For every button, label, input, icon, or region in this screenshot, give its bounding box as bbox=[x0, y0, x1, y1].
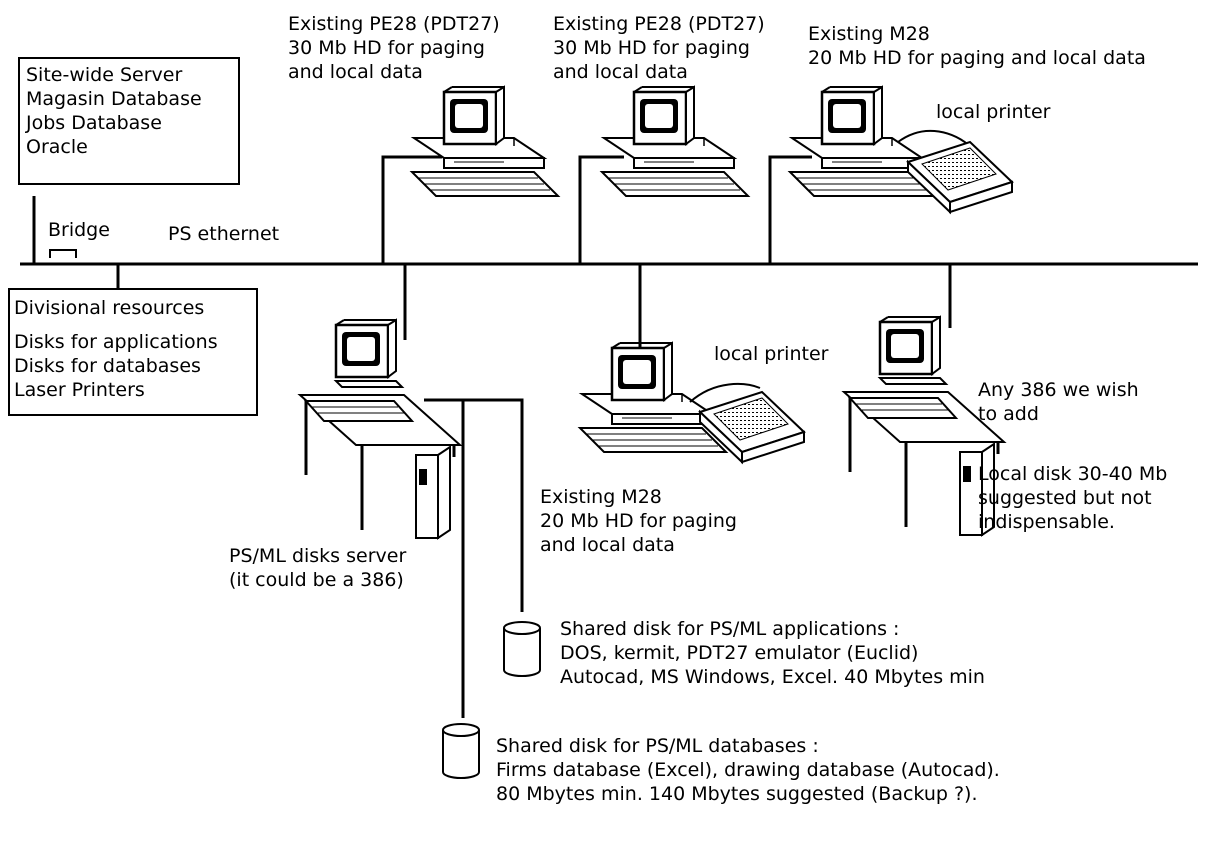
site-server-line: Magasin Database bbox=[26, 87, 232, 111]
server-label: PS/ML disks server (it could be a 386) bbox=[229, 544, 406, 592]
m28-bottom-pc bbox=[580, 343, 726, 452]
divisional-box: Divisional resources Disks for applicati… bbox=[8, 288, 258, 416]
disk-db-label: Shared disk for PS/ML databases : Firms … bbox=[496, 734, 1000, 806]
top-pc-2 bbox=[602, 87, 748, 196]
top-printer bbox=[908, 142, 1012, 212]
top-pc-1 bbox=[412, 87, 558, 196]
disk-apps-label: Shared disk for PS/ML applications : DOS… bbox=[560, 617, 985, 689]
m28-bottom-label: Existing M28 20 Mb HD for paging and loc… bbox=[540, 485, 737, 557]
disk-apps-icon bbox=[504, 622, 540, 676]
top-pc-3 bbox=[790, 87, 936, 196]
mid-printer-label: local printer bbox=[714, 342, 828, 366]
divisional-line: Disks for applications bbox=[14, 330, 252, 354]
disk-db-icon bbox=[443, 724, 479, 778]
pc386-disk-label: Local disk 30-40 Mb suggested but not in… bbox=[978, 462, 1167, 534]
top-pc-2-label: Existing PE28 (PDT27) 30 Mb HD for pagin… bbox=[553, 12, 765, 84]
bridge-icon bbox=[50, 250, 76, 258]
site-server-line: Oracle bbox=[26, 135, 232, 159]
site-server-box: Site-wide Server Magasin Database Jobs D… bbox=[18, 57, 240, 185]
top-pc-1-label: Existing PE28 (PDT27) 30 Mb HD for pagin… bbox=[288, 12, 500, 84]
pc386-label: Any 386 we wish to add bbox=[978, 378, 1139, 426]
top-pc-3-label: Existing M28 20 Mb HD for paging and loc… bbox=[808, 22, 1146, 70]
top-printer-label: local printer bbox=[936, 100, 1050, 124]
network-label: PS ethernet bbox=[168, 222, 279, 246]
divisional-line: Laser Printers bbox=[14, 378, 252, 402]
site-server-line: Site-wide Server bbox=[26, 63, 232, 87]
divisional-title: Divisional resources bbox=[14, 296, 252, 320]
site-server-line: Jobs Database bbox=[26, 111, 232, 135]
divisional-line: Disks for databases bbox=[14, 354, 252, 378]
bridge-label: Bridge bbox=[48, 218, 110, 242]
server-pc bbox=[300, 320, 460, 538]
